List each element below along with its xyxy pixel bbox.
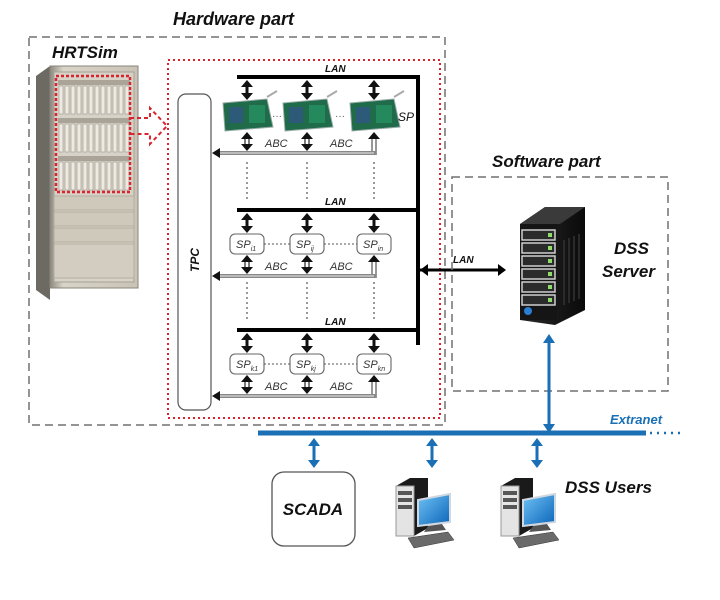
abc-label: ABC [329,138,353,150]
lan-label: LAN [325,197,346,208]
dss-server-label-1: DSS [614,239,650,258]
tpc-label: TPC [188,248,202,272]
sp-box-label: SPi1 [236,239,256,253]
ellipsis: ··· [335,111,345,122]
dss-users-label: DSS Users [565,478,652,497]
dss-server-label-2: Server [602,262,656,281]
abc-label: ABC [264,261,288,273]
sp-box-label: SPkn [363,359,385,373]
abc-label: ABC [264,381,288,393]
hardware-part-frame [28,36,446,426]
server-extranet-link [543,334,555,433]
software-part-title: Software part [492,152,602,171]
abc-label: ABC [329,381,353,393]
dss-server-icon [520,207,585,325]
dss-user-pc-icon [500,478,560,549]
sp-board-icon [222,90,278,132]
ellipsis: ··· [272,111,282,122]
lan-label: LAN [325,64,346,75]
extranet-label: Extranet [610,412,663,427]
abc-label: ABC [329,261,353,273]
user1-extranet-link [426,438,438,468]
sp-box-label: SPkj [296,359,316,373]
abc-label: ABC [264,138,288,150]
software-part-frame [451,176,669,392]
rack-highlight [54,74,132,194]
detail-frame [167,59,441,419]
dss-user-pc-icon [395,478,455,549]
sp-board-icon [282,90,338,132]
sp-box-label: SPk1 [236,359,258,373]
row-continuation-dots [246,162,375,322]
rack-cabinet-icon [36,65,139,300]
sp-board-icon [349,90,405,132]
scada-block [271,471,356,547]
server-lan-label: LAN [453,255,474,266]
sp-box-label: SPin [363,239,383,253]
scada-label: SCADA [283,500,343,519]
sp-box-label: SPij [296,239,314,253]
tpc-block [177,93,212,411]
lan-label: LAN [325,317,346,328]
hardware-part-title: Hardware part [173,9,295,29]
user2-extranet-link [531,438,543,468]
row-1: LAN ··· ··· SP ABC ABC [212,64,420,158]
scada-extranet-link [308,438,320,468]
hrtsim-title: HRTSim [52,43,118,62]
sp-label: SP [398,110,414,124]
